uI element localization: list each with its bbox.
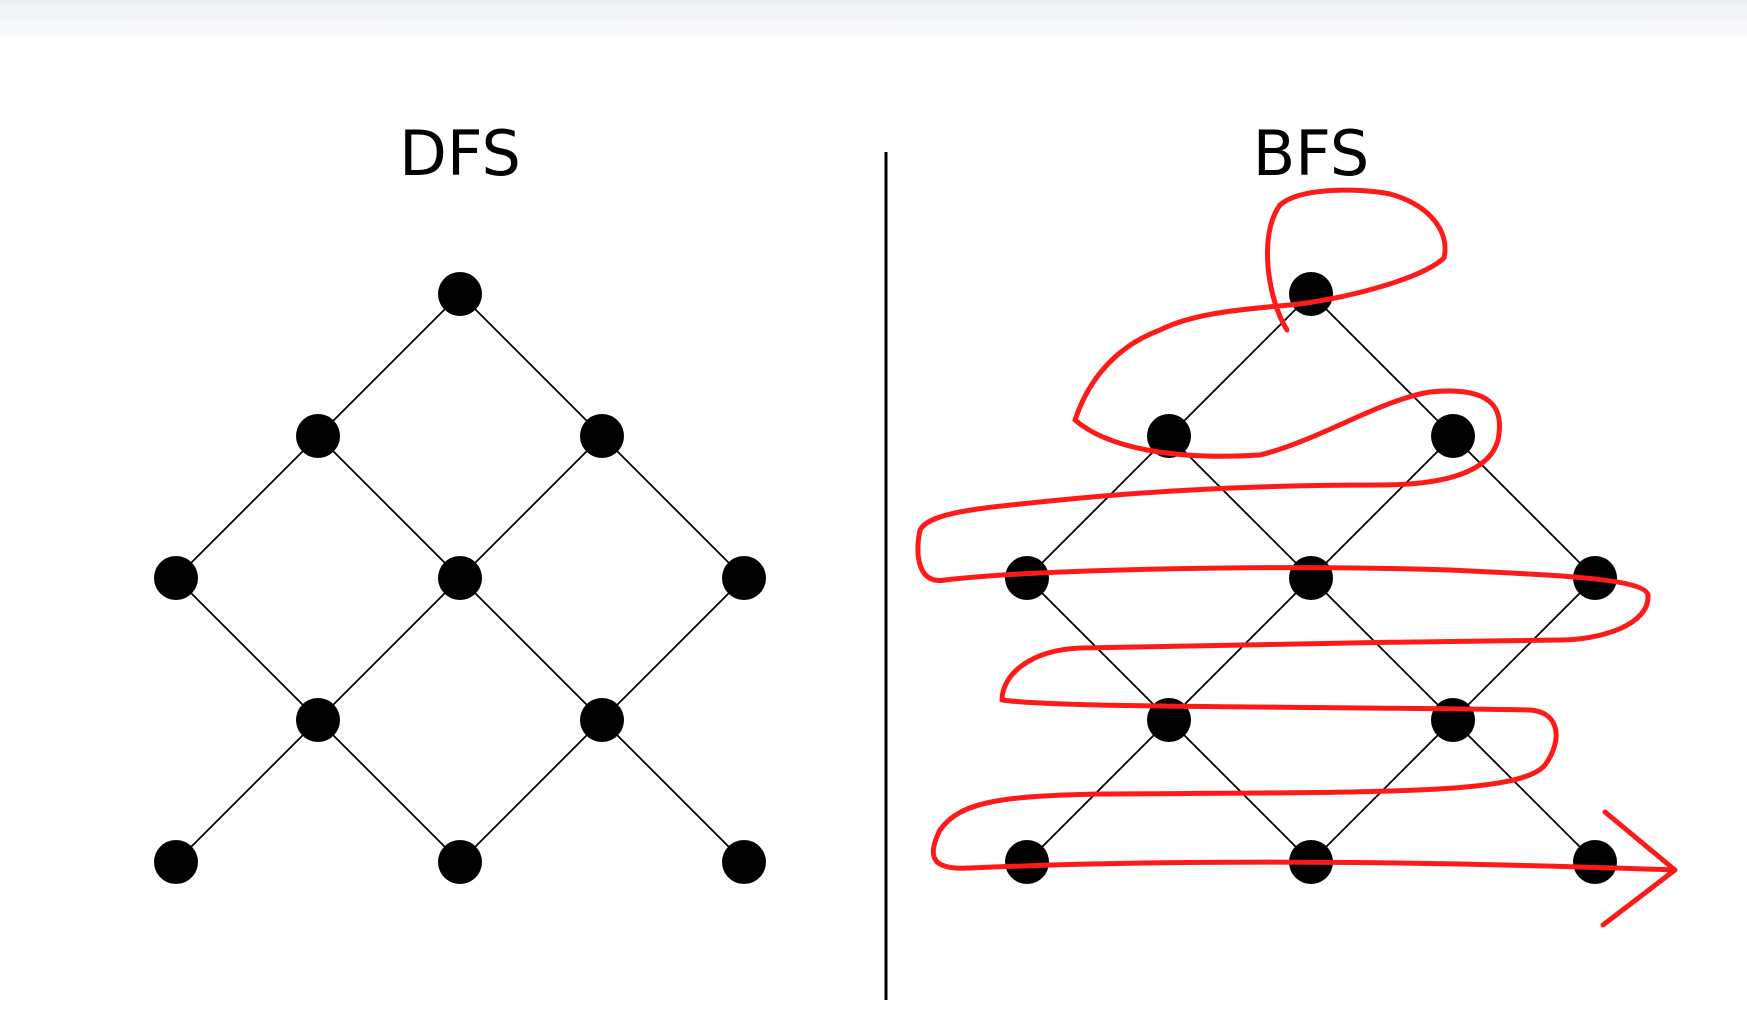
dfs-edge — [317, 719, 461, 863]
dfs-node — [438, 272, 482, 316]
bfs-edge — [1452, 435, 1596, 579]
dfs-node — [722, 840, 766, 884]
bfs-edge — [1168, 577, 1312, 721]
bfs-node — [1005, 840, 1049, 884]
dfs-graph — [154, 272, 766, 884]
dfs-node — [580, 414, 624, 458]
dfs-edge — [459, 577, 603, 721]
bfs-title: BFS — [1253, 117, 1369, 190]
dfs-node — [154, 840, 198, 884]
bfs-edge — [1168, 435, 1312, 579]
dfs-title: DFS — [399, 117, 521, 190]
dfs-edge — [175, 719, 319, 863]
bfs-edge — [1310, 577, 1454, 721]
bfs-node — [1431, 414, 1475, 458]
dfs-node — [296, 698, 340, 742]
bfs-node — [1289, 272, 1333, 316]
dfs-edge — [459, 719, 603, 863]
dfs-edge — [601, 435, 745, 579]
dfs-edge — [175, 577, 319, 721]
dfs-node — [154, 556, 198, 600]
window-top-strip — [0, 0, 1747, 48]
bfs-node — [1573, 840, 1617, 884]
bfs-edge — [1310, 293, 1454, 437]
dfs-edge — [601, 577, 745, 721]
bfs-edge — [1452, 719, 1596, 863]
bfs-edge — [1310, 435, 1454, 579]
dfs-edge — [317, 435, 461, 579]
bfs-edge — [1026, 435, 1170, 579]
bfs-edge — [1026, 719, 1170, 863]
dfs-edge — [459, 293, 603, 437]
dfs-edge — [317, 293, 461, 437]
bfs-node — [1289, 556, 1333, 600]
bfs-traversal-scribble — [915, 187, 1678, 928]
bfs-node — [1147, 698, 1191, 742]
bfs-node — [1431, 698, 1475, 742]
bfs-edge — [1452, 577, 1596, 721]
dfs-edge — [601, 719, 745, 863]
dfs-node — [580, 698, 624, 742]
dfs-node — [438, 556, 482, 600]
bfs-edge — [1168, 293, 1312, 437]
dfs-node — [438, 840, 482, 884]
bfs-node — [1147, 414, 1191, 458]
dfs-node — [722, 556, 766, 600]
dfs-node — [296, 414, 340, 458]
dfs-edge — [459, 435, 603, 579]
dfs-edge — [175, 435, 319, 579]
dfs-edge — [317, 577, 461, 721]
bfs-node — [1005, 556, 1049, 600]
